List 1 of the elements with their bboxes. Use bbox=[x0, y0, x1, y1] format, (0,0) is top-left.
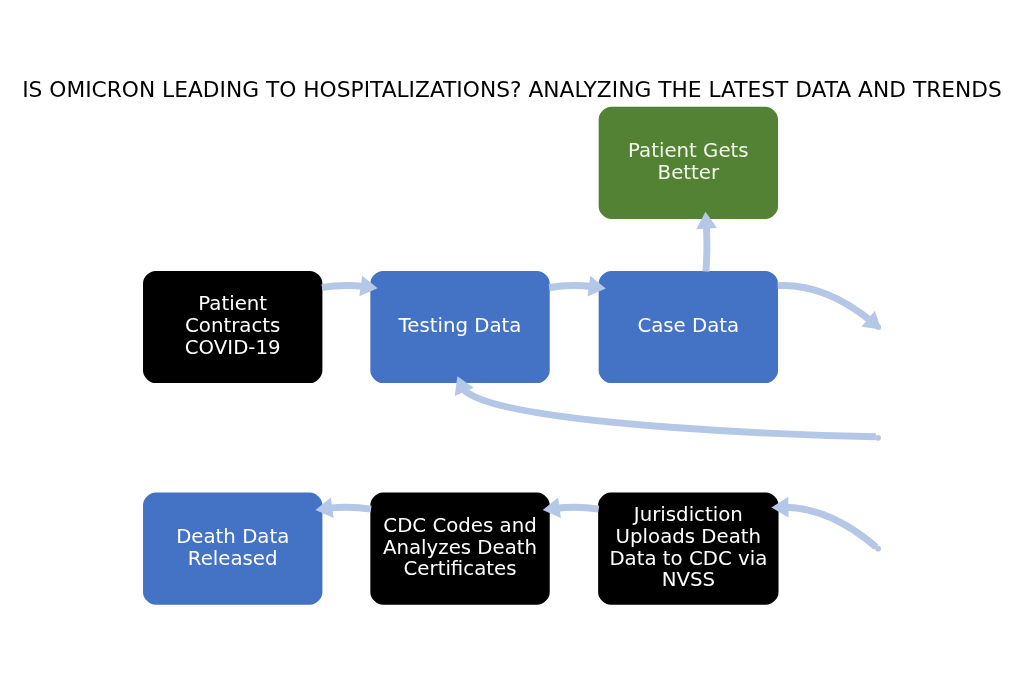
diagram-title: IS OMICRON LEADING TO HOSPITALIZATIONS? ANALYZING THE LATEST DATA AND TRENDS bbox=[22, 77, 1002, 103]
